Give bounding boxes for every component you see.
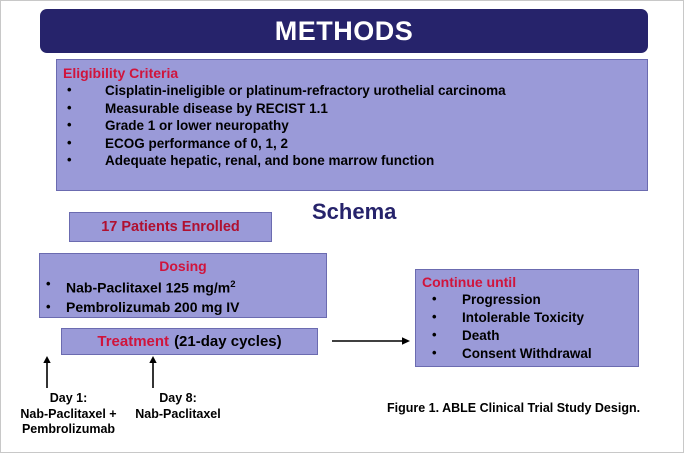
continue-until-panel: Continue until Progression Intolerable T… [415, 269, 639, 367]
schema-heading: Schema [312, 199, 397, 224]
list-item: Intolerable Toxicity [422, 308, 638, 327]
list-item: ECOG performance of 0, 1, 2 [63, 134, 647, 153]
list-item: Grade 1 or lower neuropathy [63, 116, 647, 135]
treatment-label: Treatment [97, 333, 170, 350]
list-item: Measurable disease by RECIST 1.1 [63, 99, 647, 118]
dosing-drug-1: Nab-Paclitaxel [66, 279, 162, 296]
day-1-drug-line-1: Nab-Paclitaxel + [20, 406, 117, 421]
day-8-arrow-icon [149, 356, 157, 388]
patients-enrolled-panel: 17 Patients Enrolled [69, 212, 272, 242]
dosing-exponent-1: 2 [230, 279, 236, 290]
list-item: Pembrolizumab 200 mg IV [40, 297, 326, 317]
day-8-drug-line-1: Nab-Paclitaxel [135, 406, 221, 421]
day-1-label: Day 1: [49, 391, 88, 405]
patients-enrolled-label: 17 Patients Enrolled [101, 219, 240, 235]
flow-arrow-icon [332, 337, 410, 345]
day-8-annotation: Day 8: Nab-Paclitaxel [119, 391, 237, 422]
list-item: Nab-Paclitaxel 125 mg/m2 [40, 274, 326, 298]
treatment-panel: Treatment (21-day cycles) [61, 328, 318, 355]
list-item: Cisplatin-ineligible or platinum-refract… [63, 81, 647, 100]
figure-caption: Figure 1. ABLE Clinical Trial Study Desi… [387, 401, 641, 415]
dosing-drug-2: Pembrolizumab [66, 298, 171, 315]
dosing-heading: Dosing [159, 258, 207, 274]
eligibility-criteria-panel: Eligibility Criteria Cisplatin-ineligibl… [56, 59, 648, 191]
dosing-dose-1: 125 mg/m [165, 279, 231, 296]
day-1-drug-line-2: Pembrolizumab [21, 422, 116, 436]
dosing-panel: Dosing Nab-Paclitaxel 125 mg/m2 Pembroli… [39, 253, 327, 318]
day-8-label: Day 8: [159, 391, 197, 405]
slide-title-bar: METHODS [40, 9, 648, 53]
list-item: Consent Withdrawal [422, 344, 638, 363]
list-item: Adequate hepatic, renal, and bone marrow… [63, 151, 647, 170]
dosing-list: Nab-Paclitaxel 125 mg/m2 Pembrolizumab 2… [40, 274, 326, 317]
day-1-annotation: Day 1: Nab-Paclitaxel + Pembrolizumab [6, 391, 131, 438]
list-item: Progression [422, 290, 638, 309]
continue-until-list: Progression Intolerable Toxicity Death C… [422, 290, 638, 363]
treatment-cycle-label: (21-day cycles) [174, 333, 282, 350]
list-item: Death [422, 326, 638, 345]
continue-until-heading: Continue until [422, 274, 517, 290]
eligibility-list: Cisplatin-ineligible or platinum-refract… [63, 81, 647, 170]
day-1-arrow-icon [43, 356, 51, 388]
page-title: METHODS [274, 15, 414, 46]
eligibility-heading: Eligibility Criteria [63, 65, 179, 81]
dosing-dose-2: 200 mg IV [174, 298, 240, 315]
